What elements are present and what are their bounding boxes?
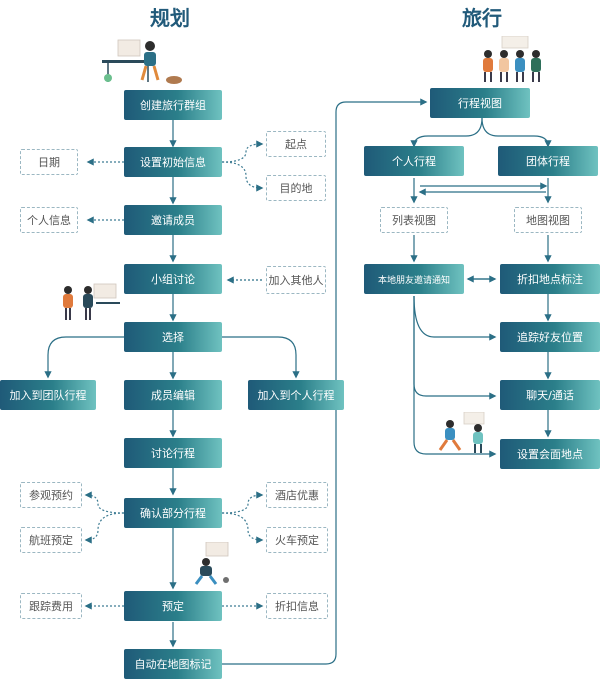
node-group-trip: 团体行程 [498, 146, 598, 176]
booking-person-illustration [194, 542, 229, 585]
node-date: 日期 [20, 149, 78, 175]
discussion-illustration [63, 283, 120, 320]
node-choose: 选择 [124, 322, 222, 352]
node-train-booking: 火车预定 [266, 527, 328, 553]
node-set-meeting-point: 设置会面地点 [500, 439, 600, 469]
node-list-view: 列表视图 [380, 207, 448, 233]
node-chat-call: 聊天/通话 [500, 380, 600, 410]
node-local-friend-invite: 本地朋友邀请通知 [364, 264, 464, 294]
travel-title: 旅行 [462, 6, 502, 30]
node-group-discussion: 小组讨论 [124, 264, 222, 294]
node-start-point: 起点 [266, 131, 326, 157]
node-map-view: 地图视图 [514, 207, 582, 233]
node-visit-booking: 参观预约 [20, 482, 82, 508]
node-create-group: 创建旅行群组 [124, 90, 222, 120]
planning-person-illustration [102, 39, 182, 84]
node-discount-spot: 折扣地点标注 [500, 264, 600, 294]
node-personal-info: 个人信息 [20, 207, 78, 233]
node-discuss-trip: 讨论行程 [124, 438, 222, 468]
node-track-cost: 跟踪费用 [20, 593, 82, 619]
node-flight-booking: 航班预定 [20, 527, 82, 553]
node-add-personal-trip: 加入到个人行程 [248, 380, 344, 410]
node-join-others: 加入其他人 [266, 266, 326, 294]
node-book: 预定 [124, 591, 222, 621]
node-trip-view: 行程视图 [430, 88, 530, 118]
node-auto-mark-map: 自动在地图标记 [124, 649, 222, 679]
node-add-team-trip: 加入到团队行程 [0, 380, 96, 410]
node-hotel-deal: 酒店优惠 [266, 482, 328, 508]
node-member-edit: 成员编辑 [124, 380, 222, 410]
travelers-illustration [483, 36, 541, 82]
node-track-friends: 追踪好友位置 [500, 322, 600, 352]
node-discount-info: 折扣信息 [266, 593, 328, 619]
node-invite-members: 邀请成员 [124, 205, 222, 235]
meetup-illustration [438, 412, 485, 453]
node-set-initial-info: 设置初始信息 [124, 147, 222, 177]
node-destination: 目的地 [266, 175, 326, 201]
node-confirm-partial-trip: 确认部分行程 [124, 498, 222, 528]
node-personal-trip: 个人行程 [364, 146, 464, 176]
planning-title: 规划 [150, 6, 190, 30]
